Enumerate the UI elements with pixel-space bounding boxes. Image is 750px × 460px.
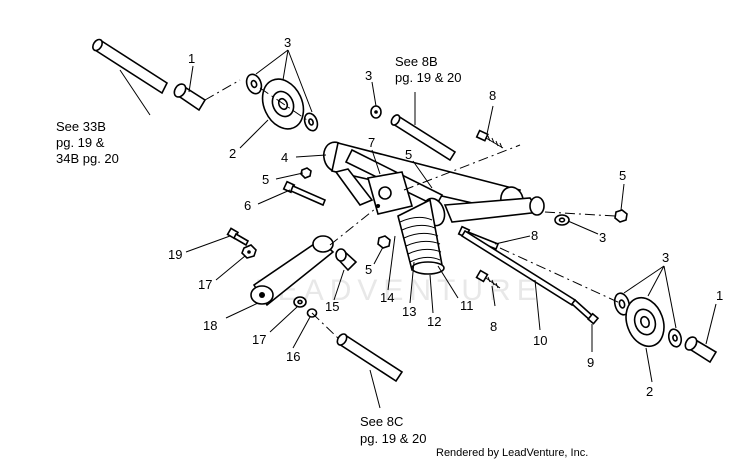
- leader-lines: [119, 49, 717, 409]
- shaft-lower: [336, 333, 404, 383]
- callout-8-mid: 8: [531, 228, 538, 243]
- callout-9: 9: [587, 355, 594, 370]
- callout-numbers: 1 3 2 3 8 4 7 5 5 6 5 3 8 19 17 5 14 15 …: [168, 35, 723, 399]
- washer-upper-left: [245, 73, 263, 95]
- idler-wheel-lower: [625, 296, 665, 348]
- note-see-8c: See 8C pg. 19 & 20: [360, 414, 427, 446]
- callout-8-lower: 8: [490, 319, 497, 334]
- callout-5-mid-top: 5: [405, 147, 412, 162]
- nut-17-upper: [241, 244, 257, 259]
- bushing-1-upper: [173, 83, 207, 112]
- washer-lower-right-b: [667, 328, 683, 348]
- callout-2-lower: 2: [646, 384, 653, 399]
- callout-6: 6: [244, 198, 251, 213]
- callout-16: 16: [286, 349, 300, 364]
- bolt-19: [226, 227, 250, 247]
- bolt-9: [570, 298, 600, 325]
- shaft-upper-left: [92, 38, 169, 95]
- shock-spring: [397, 197, 446, 275]
- callout-19: 19: [168, 247, 182, 262]
- callout-3-lower-right: 3: [662, 250, 669, 265]
- nut-5-right: [614, 209, 628, 223]
- shaft-upper-mid: [390, 114, 457, 162]
- callout-7: 7: [368, 135, 375, 150]
- bolt-6: [282, 180, 327, 207]
- callout-4: 4: [281, 150, 288, 165]
- nut-5-mid: [377, 235, 391, 249]
- callout-1-lower: 1: [716, 288, 723, 303]
- callout-12: 12: [427, 314, 441, 329]
- callout-18: 18: [203, 318, 217, 333]
- centerline-right: [544, 211, 616, 217]
- callout-3-upper-left: 3: [284, 35, 291, 50]
- callout-14: 14: [380, 290, 394, 305]
- note-see-33b: See 33B pg. 19 & 34B pg. 20: [56, 119, 119, 166]
- callout-3-upper-mid: 3: [365, 68, 372, 83]
- bushing-1-lower: [684, 336, 718, 364]
- callout-1-upper: 1: [188, 51, 195, 66]
- note-see-8b: See 8B pg. 19 & 20: [395, 54, 462, 85]
- centerline-lower: [311, 247, 621, 341]
- centerline-upper: [204, 79, 311, 123]
- bolt-8-lower: [475, 269, 501, 289]
- washer-17-lower: [293, 296, 307, 308]
- callout-13: 13: [402, 304, 416, 319]
- washer-upper-right: [303, 112, 319, 132]
- washer-lower-right-a: [613, 292, 631, 316]
- rocker-link: [250, 235, 335, 307]
- callout-15: 15: [325, 299, 339, 314]
- callout-5-mid-left: 5: [365, 262, 372, 277]
- arm-upper-right: [443, 196, 545, 223]
- callout-3-right: 3: [599, 230, 606, 245]
- callout-5-upper-left: 5: [262, 172, 269, 187]
- washer-small-top: [370, 105, 382, 119]
- callout-10: 10: [533, 333, 547, 348]
- bolt-8-top: [475, 129, 504, 149]
- callout-8-top: 8: [489, 88, 496, 103]
- callout-17-upper: 17: [198, 277, 212, 292]
- render-credit: Rendered by LeadVenture, Inc.: [436, 447, 588, 459]
- callout-5-right: 5: [619, 168, 626, 183]
- callout-17-lower: 17: [252, 332, 266, 347]
- callout-11: 11: [460, 298, 474, 313]
- centerline-mid: [329, 144, 521, 246]
- washer-right-mid: [554, 214, 570, 226]
- bushing-15: [335, 248, 358, 272]
- nut-5-upper-left: [300, 167, 312, 179]
- callout-2-upper: 2: [229, 146, 236, 161]
- mount-bracket: [366, 171, 414, 215]
